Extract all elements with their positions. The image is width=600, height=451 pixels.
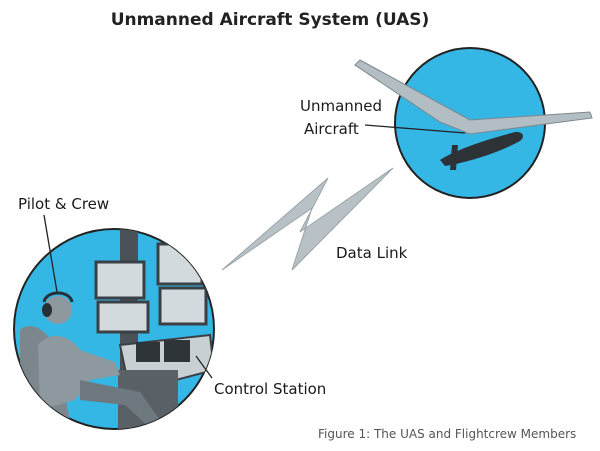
control-station-label: Control Station [214, 380, 327, 398]
aircraft-fuselage [440, 131, 523, 166]
figure-caption: Figure 1: The UAS and Flightcrew Members [318, 427, 577, 441]
pilot-head [44, 296, 72, 324]
aircraft-label-line1: Unmanned [300, 97, 383, 115]
control-station-illustration [13, 214, 215, 430]
diagram-title: Unmanned Aircraft System (UAS) [110, 10, 430, 30]
console-screen-2 [164, 340, 190, 362]
pilot-legs [80, 380, 160, 428]
pilot-body [38, 335, 120, 410]
monitor-2 [156, 242, 204, 286]
pilot-crew-label: Pilot & Crew [18, 195, 110, 213]
control-station-pointer [195, 355, 213, 379]
data-link-bolt [221, 167, 394, 271]
headset-earpiece [42, 303, 52, 317]
headset-icon [42, 291, 74, 303]
console-screen-1 [136, 342, 160, 362]
aircraft-illustration [354, 47, 593, 199]
aircraft-tail [450, 145, 458, 170]
aircraft-label-line2: Aircraft [304, 120, 359, 138]
data-link-label: Data Link [336, 244, 408, 262]
monitor-1 [94, 260, 146, 300]
monitor-3 [158, 286, 208, 326]
pilot-pointer [43, 214, 58, 293]
monitor-4 [96, 300, 150, 334]
aircraft-wing [354, 59, 593, 135]
aircraft-pointer [364, 124, 466, 134]
